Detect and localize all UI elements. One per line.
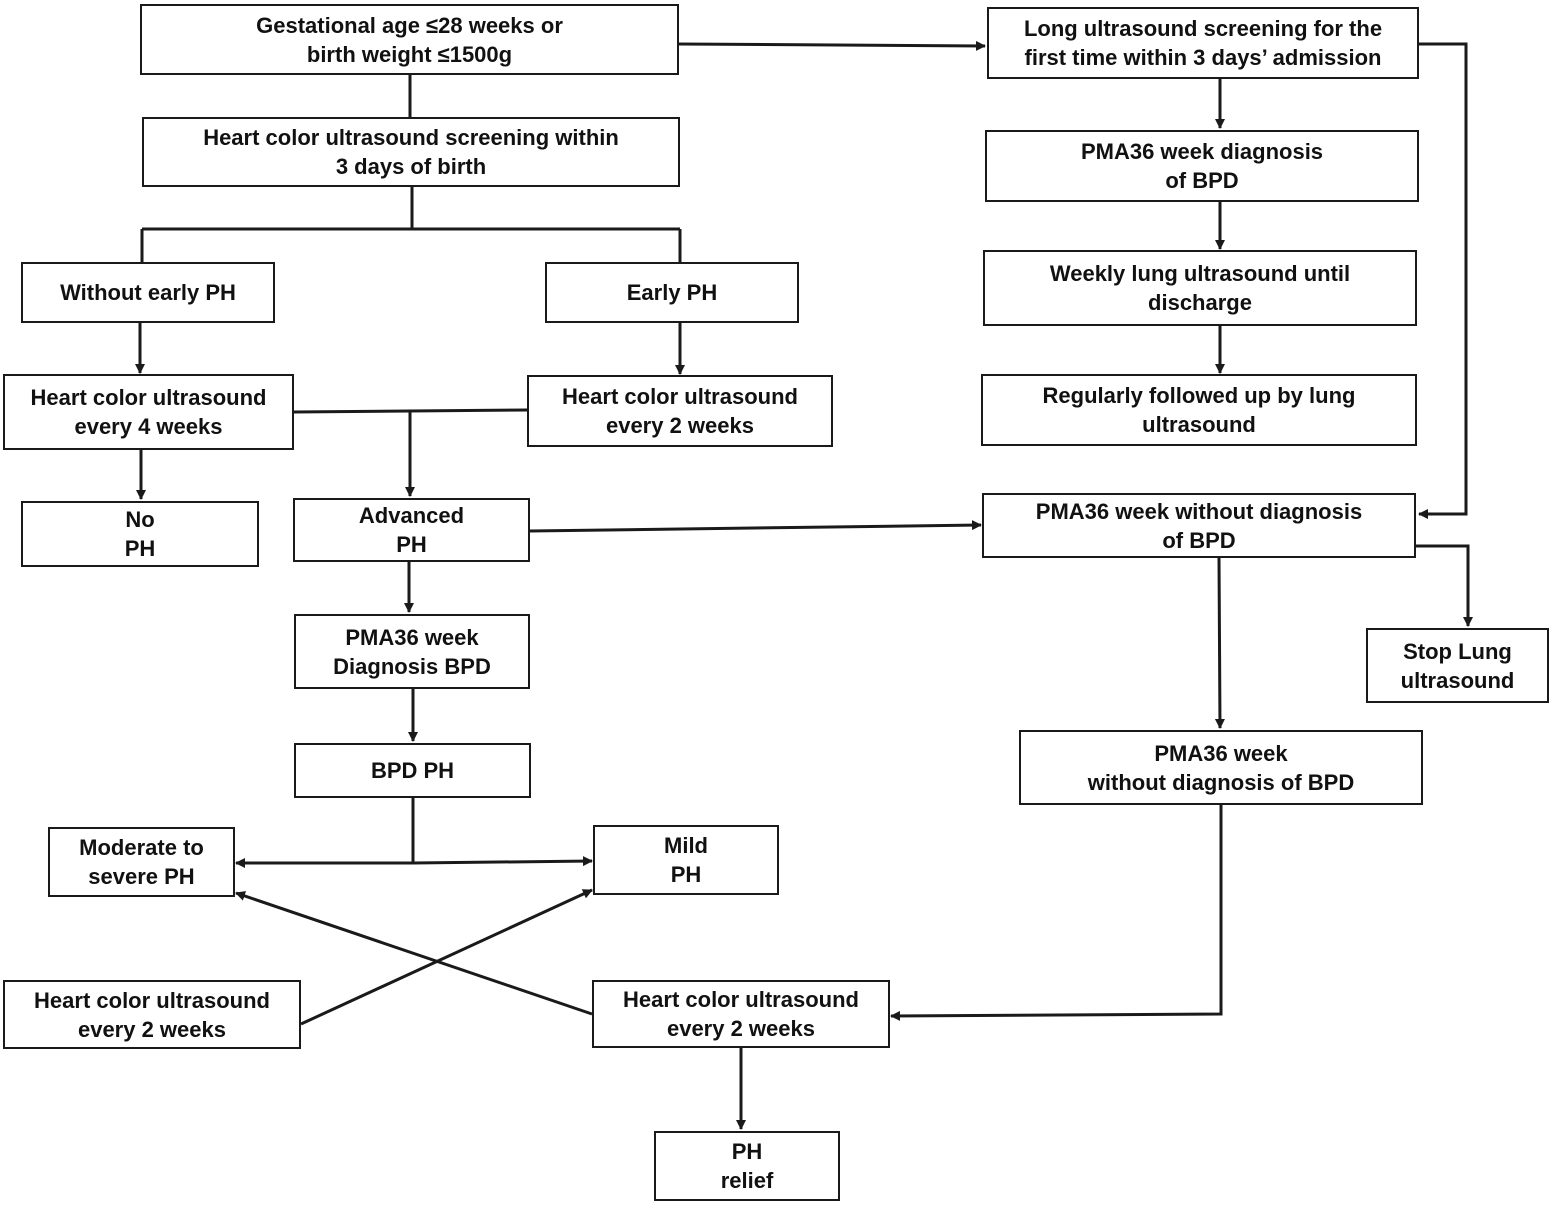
node-pma36-without-diagnosis-of-bpd-label: PMA36 week without diagnosis of BPD — [1087, 740, 1355, 795]
node-pma36-without-bpd-label: PMA36 week without diagnosis of BPD — [1035, 498, 1363, 553]
node-heart-every-2-weeks-early: Heart color ultrasound every 2 weeks — [527, 375, 833, 447]
node-bpd-ph-label: BPD PH — [370, 758, 455, 783]
node-heart-every-2-weeks-left: Heart color ultrasound every 2 weeks — [3, 980, 301, 1049]
node-without-early-ph: Without early PH — [21, 262, 275, 323]
arrow-advanced-to-pma-no-bpd — [529, 520, 982, 533]
node-heart-screening: Heart color ultrasound screening within … — [142, 117, 680, 187]
arrow-bpd-ph-to-mild — [412, 856, 593, 867]
node-pma36-diagnosis-bpd: PMA36 week Diagnosis BPD — [294, 614, 530, 689]
arrow-heart-2w-c-to-moderate — [235, 891, 593, 1016]
node-heart-screening-label: Heart color ultrasound screening within … — [203, 125, 619, 179]
node-stop-lung-ultrasound-label: Stop Lung ultrasound — [1400, 638, 1515, 693]
node-weekly-lung-ultrasound-label: Weekly lung ultrasound until discharge — [1049, 261, 1351, 315]
node-lung-first-screening-label: Long ultrasound screening for the first … — [1023, 16, 1383, 70]
node-heart-every-2-weeks-left-label: Heart color ultrasound every 2 weeks — [34, 987, 270, 1042]
node-regular-follow-up: Regularly followed up by lung ultrasound — [981, 374, 1417, 446]
node-pma36-diagnosis-of-bpd: PMA36 week diagnosis of BPD — [985, 130, 1419, 202]
node-regular-follow-up-label: Regularly followed up by lung ultrasound — [1042, 383, 1356, 437]
node-pma36-without-bpd: PMA36 week without diagnosis of BPD — [982, 493, 1416, 558]
node-pma36-diagnosis-of-bpd-label: PMA36 week diagnosis of BPD — [1080, 139, 1324, 193]
node-advanced-ph-label: Advanced PH — [358, 503, 465, 557]
node-no-ph: No PH — [21, 501, 259, 567]
node-weekly-lung-ultrasound: Weekly lung ultrasound until discharge — [983, 250, 1417, 326]
node-gestational-age: Gestational age ≤28 weeks or birth weigh… — [140, 4, 679, 75]
arrow-pma-no-bpd-2-to-heart-2w-c — [890, 805, 1223, 1021]
node-heart-every-4-weeks-label: Heart color ultrasound every 4 weeks — [30, 385, 267, 439]
node-heart-every-2-weeks-early-label: Heart color ultrasound every 2 weeks — [562, 384, 798, 438]
node-ph-relief-label: PH relief — [720, 1139, 774, 1193]
node-ph-relief: PH relief — [654, 1131, 840, 1201]
node-mild-ph-label: Mild PH — [664, 833, 708, 887]
node-bpd-ph: BPD PH — [294, 743, 531, 798]
node-heart-every-2-weeks-center: Heart color ultrasound every 2 weeks — [592, 980, 890, 1048]
node-gestational-age-label: Gestational age ≤28 weeks or birth weigh… — [256, 12, 563, 67]
node-advanced-ph: Advanced PH — [293, 498, 530, 562]
node-lung-first-screening: Long ultrasound screening for the first … — [987, 7, 1419, 79]
node-stop-lung-ultrasound: Stop Lung ultrasound — [1366, 628, 1549, 703]
node-early-ph: Early PH — [545, 262, 799, 323]
arrow-heart-2w-b-to-mild — [300, 888, 593, 1026]
node-pma36-without-diagnosis-of-bpd: PMA36 week without diagnosis of BPD — [1019, 730, 1423, 805]
node-moderate-severe-ph: Moderate to severe PH — [48, 827, 235, 897]
arrow-lung-first-to-pma-no-bpd — [1418, 42, 1468, 519]
node-heart-every-4-weeks: Heart color ultrasound every 4 weeks — [3, 374, 294, 450]
node-mild-ph: Mild PH — [593, 825, 779, 895]
arrow-pma-no-bpd-1-to-2 — [1214, 557, 1225, 729]
node-early-ph-label: Early PH — [626, 280, 718, 305]
node-moderate-severe-ph-label: Moderate to severe PH — [79, 835, 204, 889]
node-pma36-diagnosis-bpd-label: PMA36 week Diagnosis BPD — [333, 624, 491, 679]
arrow-gestational-to-lung-first — [678, 40, 986, 51]
node-heart-every-2-weeks-center-label: Heart color ultrasound every 2 weeks — [623, 987, 859, 1041]
arrow-pma-no-bpd-to-stop-lung — [1416, 544, 1473, 627]
node-without-early-ph-label: Without early PH — [60, 280, 236, 305]
node-no-ph-label: No PH — [124, 507, 156, 561]
